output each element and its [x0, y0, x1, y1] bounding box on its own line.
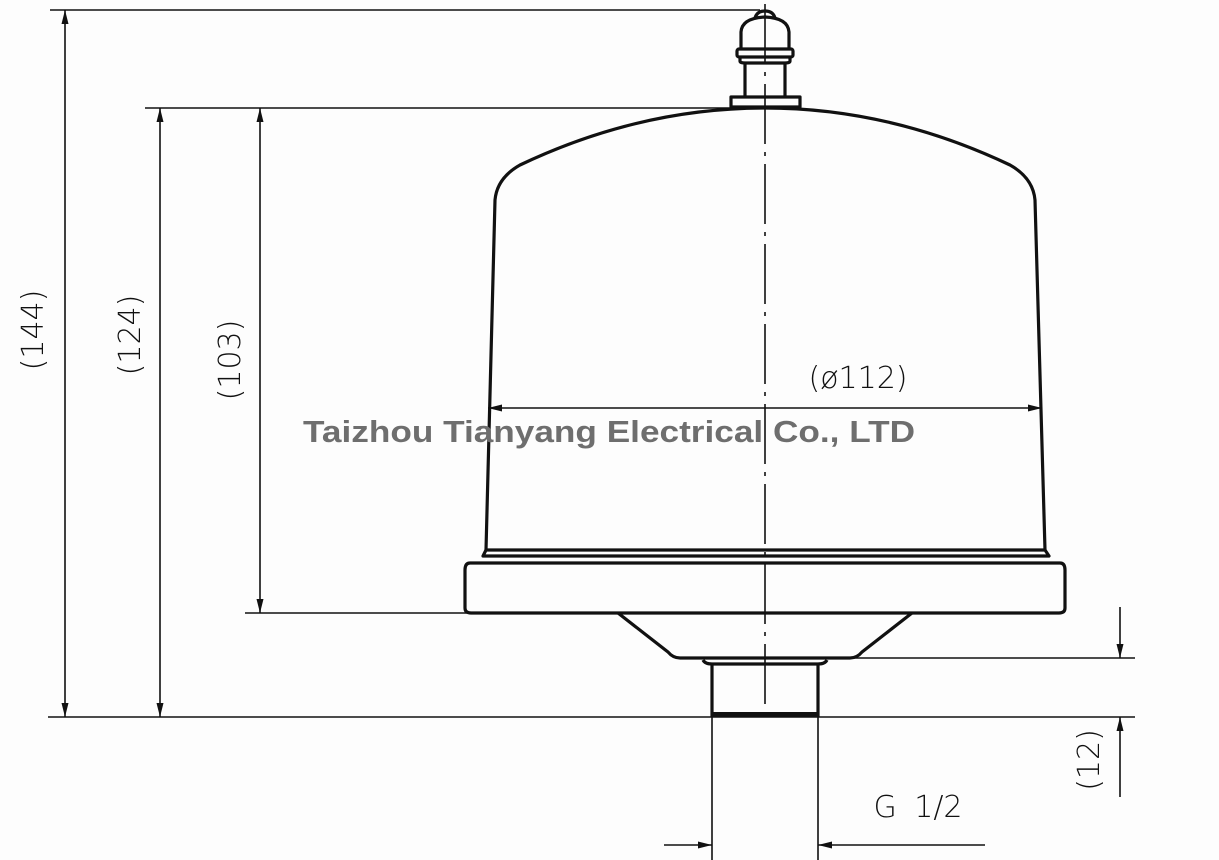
label-diameter: (ø112) — [808, 361, 907, 396]
label-body-height: (124) — [113, 295, 148, 376]
dome-body — [463, 106, 1067, 615]
extension-lines — [48, 9, 1135, 860]
watermark: Taizhou Tianyang Electrical Co., LTD — [303, 414, 915, 449]
vent-cap — [729, 9, 802, 109]
label-thread: G 1/2 — [873, 790, 962, 825]
label-dome-height: (103) — [213, 320, 248, 401]
label-overall-height: (144) — [16, 290, 51, 371]
threaded-fitting — [617, 611, 913, 717]
label-thread-length: (12) — [1072, 729, 1107, 791]
